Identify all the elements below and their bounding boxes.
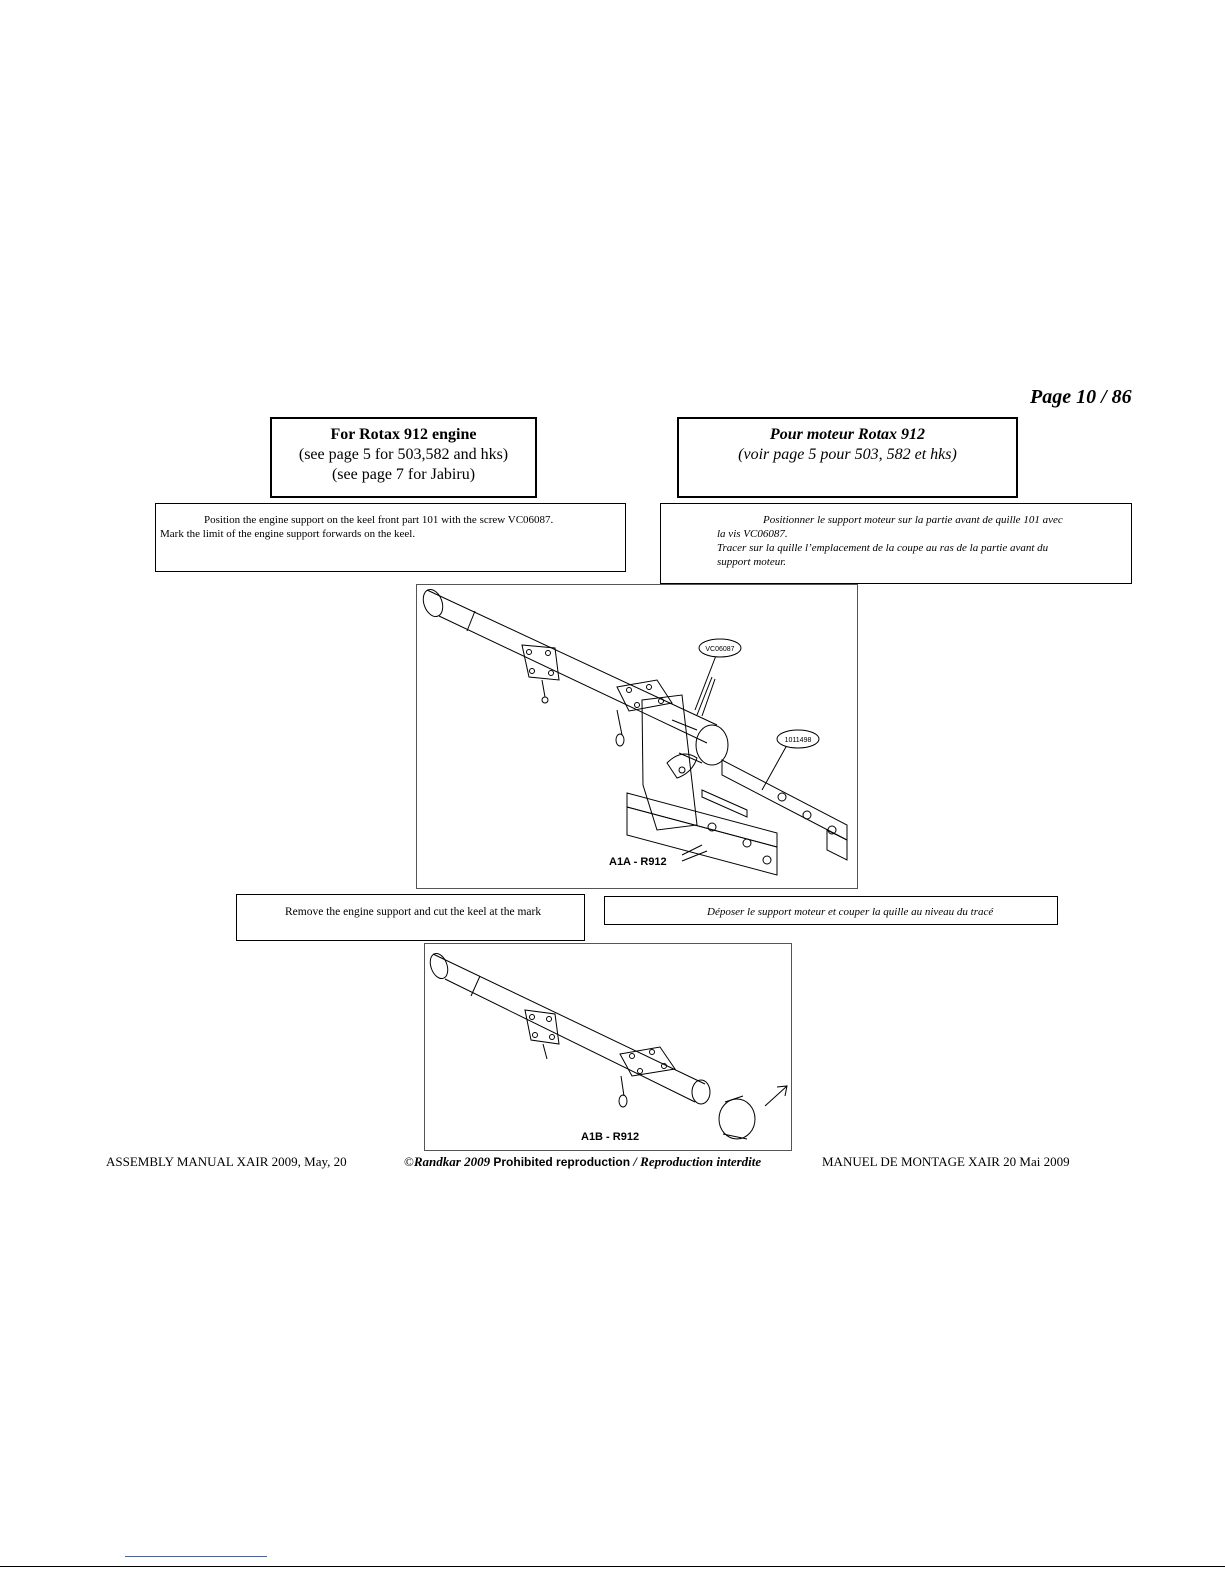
instruction-1-fr-line-4: support moteur.	[717, 556, 787, 568]
instruction-2-fr-text: Déposer le support moteur et couper la q…	[707, 906, 994, 918]
keel-engine-support-drawing: VC06087 1011498	[422, 588, 848, 876]
footer-left: ASSEMBLY MANUAL XAIR 2009, May, 20	[106, 1154, 347, 1169]
instruction-1-en-line-2: Mark the limit of the engine support for…	[160, 528, 416, 540]
instruction-2-en: Remove the engine support and cut the ke…	[236, 894, 585, 941]
engine-note-fr-1: (voir page 5 pour 503, 582 et hks)	[738, 446, 957, 463]
engine-title-en: For Rotax 912 engine	[330, 426, 477, 443]
engine-note-en-1: (see page 5 for 503,582 and hks)	[298, 446, 509, 463]
instruction-2-en-text: Remove the engine support and cut the ke…	[285, 906, 542, 918]
engine-title-fr: Pour moteur Rotax 912	[769, 426, 926, 443]
instruction-1-en: Position the engine support on the keel …	[155, 503, 626, 572]
copyright-symbol: ©	[404, 1154, 414, 1169]
copyright-brand: Randkar 2009	[413, 1154, 491, 1169]
instruction-2-fr: Déposer le support moteur et couper la q…	[604, 896, 1058, 925]
page-number: Page 10 / 86	[1030, 386, 1132, 408]
callout-part: 1011498	[776, 729, 820, 749]
figure-engine-support-assembly: VC06087 1011498 A1A - R912	[416, 584, 858, 889]
engine-note-en-2: (see page 7 for Jabiru)	[331, 466, 476, 483]
instruction-1-fr-line-3: Tracer sur la quille l’emplacement de la…	[717, 542, 1049, 554]
page-bottom-rule	[0, 1566, 1225, 1567]
callout-part-label: 1011498	[785, 737, 812, 744]
instruction-1-en-line-1: Position the engine support on the keel …	[204, 514, 554, 526]
keel-cut-drawing	[429, 952, 788, 1140]
instruction-1-fr-line-2: la vis VC06087.	[717, 528, 788, 540]
figure-1-label: A1A - R912	[609, 856, 667, 868]
callout-screw-label: VC06087	[705, 646, 734, 653]
figure-keel-cut: A1B - R912	[424, 943, 792, 1151]
engine-info-box-en: For Rotax 912 engine (see page 5 for 503…	[270, 417, 537, 498]
copyright-separator: /	[633, 1154, 637, 1169]
copyright-interdite: Reproduction interdite	[640, 1154, 762, 1169]
footer-copyright: ©Randkar 2009 Prohibited reproduction / …	[404, 1154, 761, 1170]
instruction-1-fr-line-1: Positionner le support moteur sur la par…	[763, 514, 1063, 526]
callout-screw: VC06087	[698, 638, 742, 658]
footnote-link-underline	[125, 1556, 267, 1557]
engine-info-box-fr: Pour moteur Rotax 912 (voir page 5 pour …	[677, 417, 1018, 498]
footer-right: MANUEL DE MONTAGE XAIR 20 Mai 2009	[822, 1154, 1070, 1169]
instruction-1-fr: Positionner le support moteur sur la par…	[660, 503, 1132, 584]
copyright-prohibited: Prohibited reproduction	[493, 1155, 631, 1169]
figure-2-label: A1B - R912	[581, 1131, 640, 1143]
